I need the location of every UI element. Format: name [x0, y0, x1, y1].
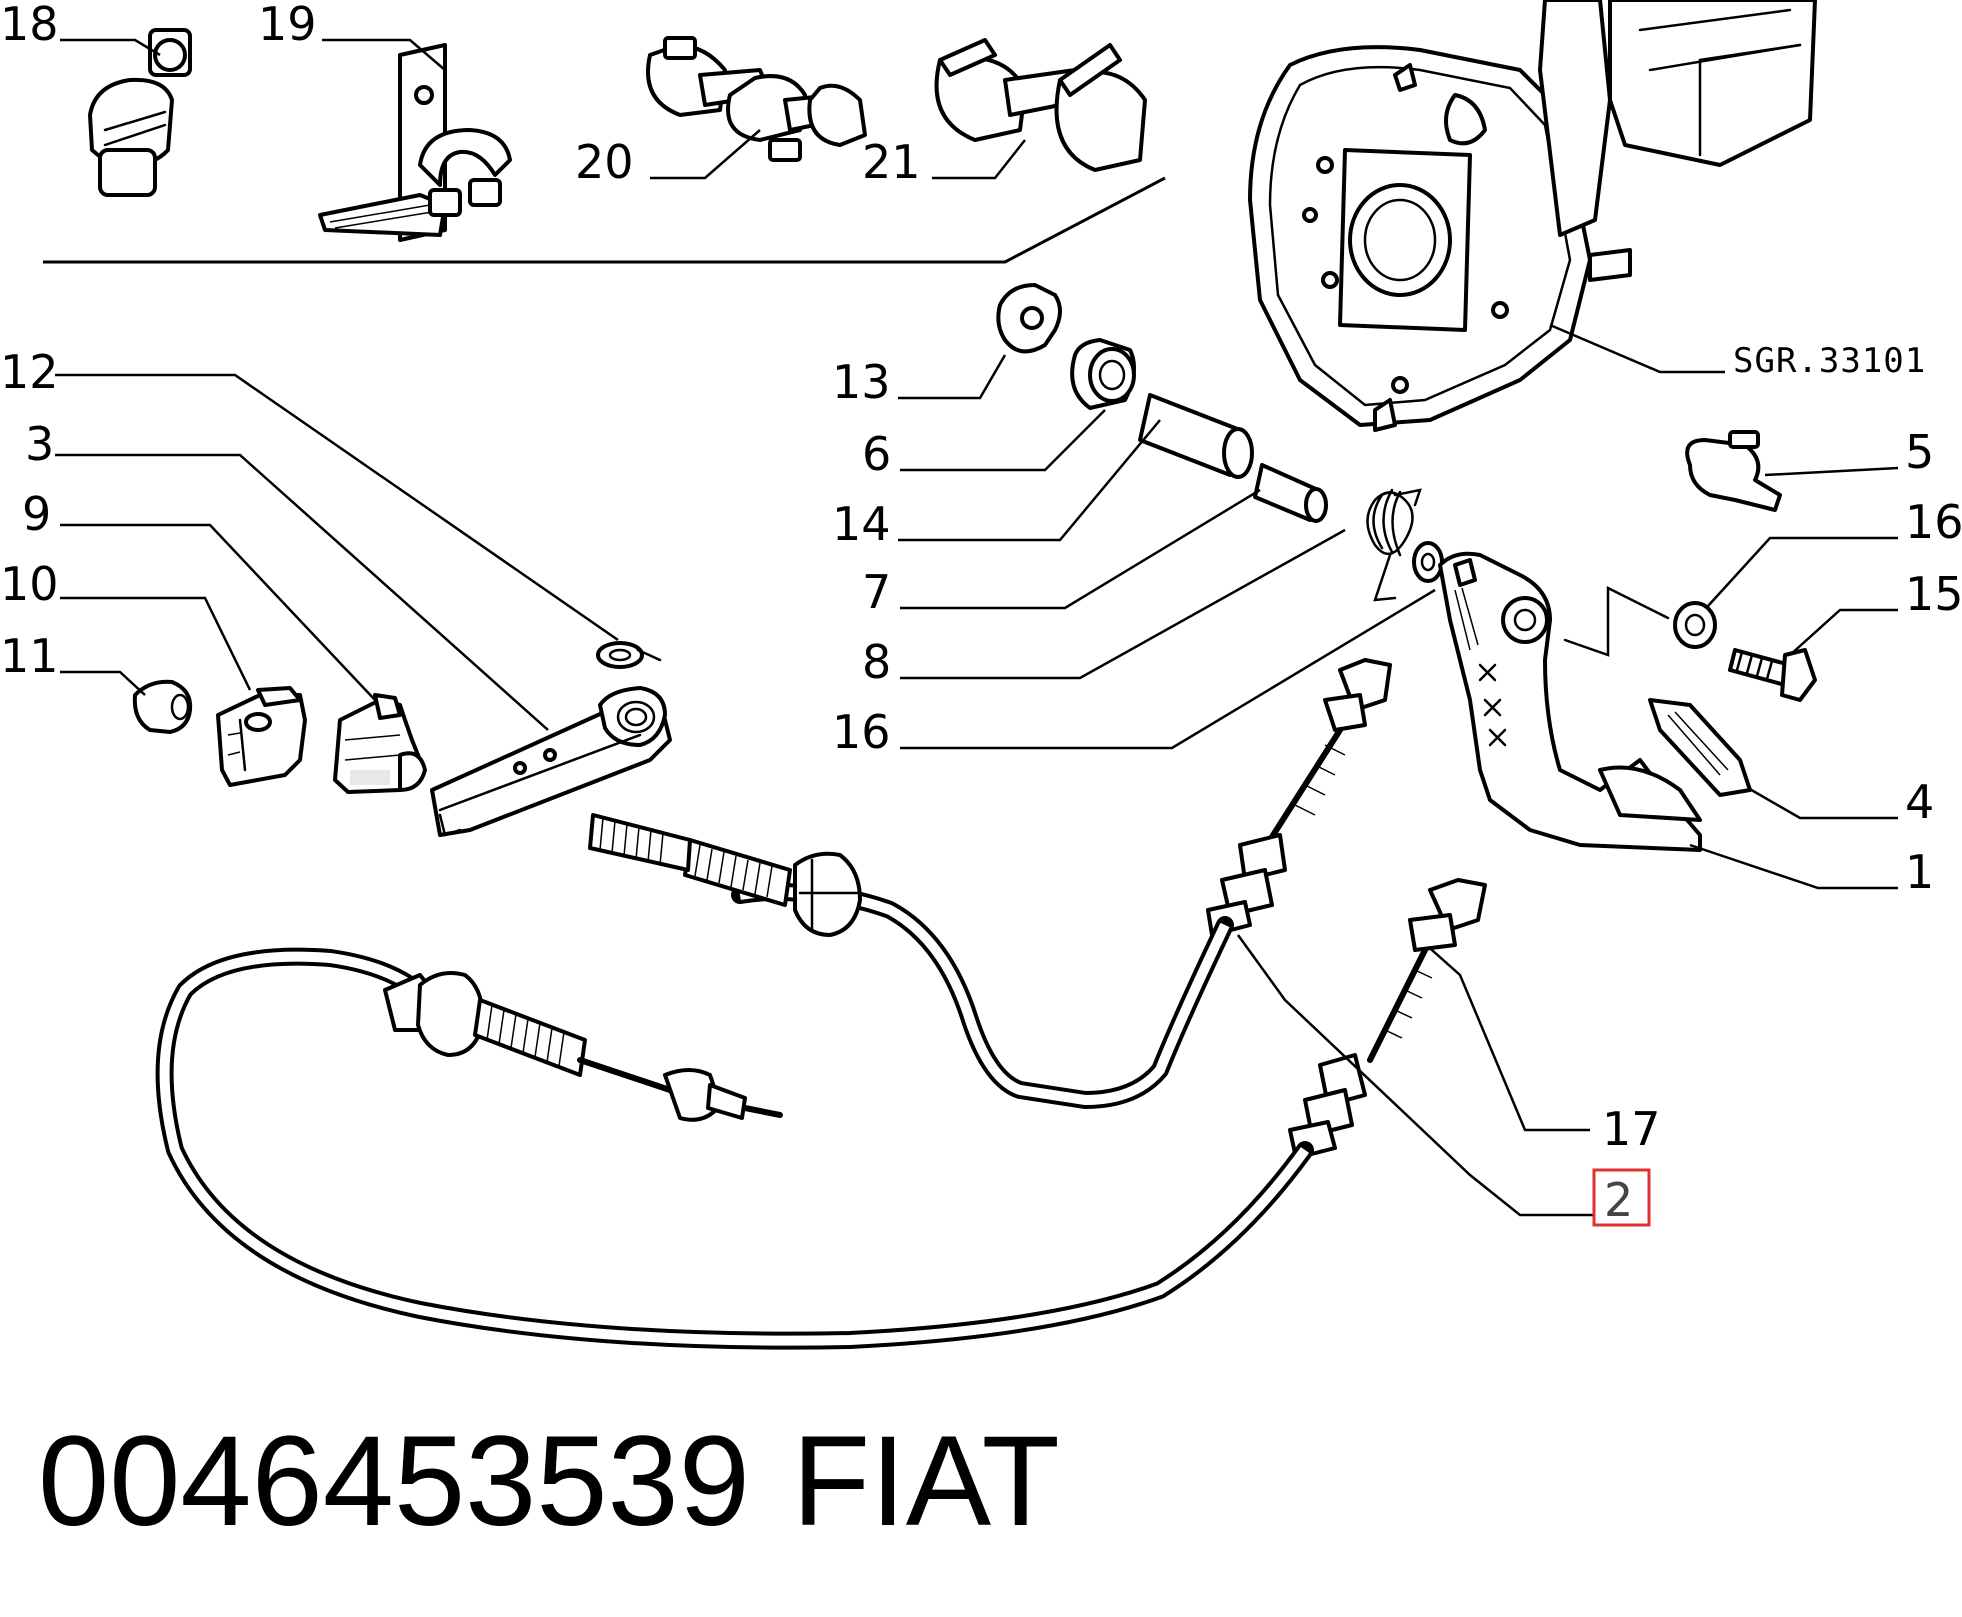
part-21-double-clip [934, 38, 1147, 172]
callout-5: 5 [1905, 425, 1934, 479]
callout-20: 20 [575, 135, 634, 189]
callout-3: 3 [25, 417, 54, 471]
callout-15: 15 [1905, 567, 1962, 621]
callout-10: 10 [0, 557, 59, 611]
callout-6: 6 [862, 427, 891, 481]
leader-16b [1707, 536, 1898, 607]
assembly-path-line [1563, 585, 1670, 657]
callout-21: 21 [862, 135, 921, 189]
leader-9 [60, 523, 376, 701]
part-13-retainer [996, 283, 1062, 354]
callout-8: 8 [862, 635, 891, 689]
leader-17 [1414, 934, 1590, 1132]
part-16-washer-right [1673, 601, 1717, 649]
part-1-pedal [1438, 551, 1702, 852]
callout-16a: 16 [832, 705, 891, 759]
leader-3 [55, 453, 549, 731]
reference-code: SGR.33101 [1733, 341, 1926, 381]
part-6-bushing [1070, 338, 1136, 410]
leader-5 [1764, 466, 1899, 477]
callout-4: 4 [1905, 775, 1934, 829]
leader-21 [932, 139, 1026, 180]
part-15-bolt [1728, 648, 1817, 702]
callout-13: 13 [832, 355, 891, 409]
callout-18: 18 [0, 0, 59, 51]
part-18-clip [88, 28, 192, 197]
callout-7: 7 [862, 565, 891, 619]
leader-20 [650, 129, 761, 180]
callout-11: 11 [0, 629, 59, 683]
callout-2: 2 [1604, 1173, 1633, 1227]
leader-12 [55, 373, 619, 642]
leader-8 [900, 528, 1346, 680]
callout-12: 12 [0, 345, 59, 399]
part-11-nut [132, 679, 193, 734]
leader-7 [900, 488, 1261, 610]
leader-10 [60, 596, 252, 691]
pedal-box-bulkhead [1248, 0, 1817, 432]
part-12-clip [596, 641, 662, 669]
part-5-clip [1685, 430, 1782, 512]
part-19-bracket [318, 43, 512, 242]
part-16-washer-left [1412, 541, 1444, 583]
part-17-cable [588, 658, 1392, 1109]
brand-name: FIAT [792, 1410, 1060, 1553]
callout-9: 9 [22, 487, 51, 541]
part-8-spring [1366, 488, 1422, 602]
part-10-bracket-clip [216, 686, 307, 787]
leader-6 [900, 409, 1106, 472]
leader-14 [898, 419, 1161, 542]
leader-4 [1747, 786, 1898, 820]
part-14-sleeve [1138, 393, 1254, 479]
callout-14: 14 [832, 497, 891, 551]
part-number: 0046453539 [38, 1410, 750, 1553]
leader-18 [60, 38, 161, 57]
part-20-double-clip [646, 36, 867, 162]
leader-16a [900, 588, 1436, 750]
leader-11 [60, 670, 146, 696]
part-3-lever-arm [430, 686, 672, 837]
part-9-bushing-block [333, 693, 427, 794]
part-2-cable [155, 878, 1487, 1350]
leader-19 [322, 38, 446, 71]
leader-1 [1689, 843, 1898, 890]
callout-1: 1 [1905, 845, 1934, 899]
section-divider [43, 176, 1166, 264]
leader-13 [898, 354, 1007, 400]
part-7-pin [1253, 463, 1328, 523]
callout-16b: 16 [1905, 495, 1962, 549]
leader-bulkhead [1549, 323, 1725, 374]
leader-15 [1789, 608, 1898, 656]
callout-2-highlight-box [1592, 1168, 1651, 1227]
leader-2 [1236, 934, 1595, 1217]
callout-17: 17 [1602, 1102, 1661, 1156]
callout-19: 19 [258, 0, 317, 51]
